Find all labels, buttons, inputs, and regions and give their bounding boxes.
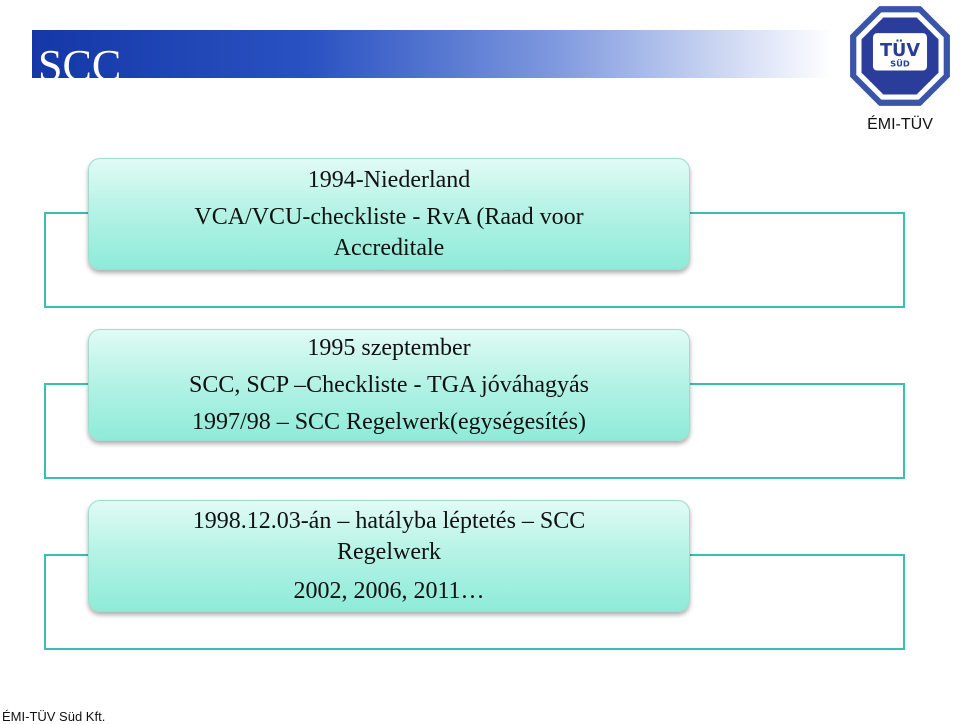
card-line: VCA/VCU-checkliste - RvA (Raad voor	[194, 203, 584, 230]
card-line: Accreditale	[333, 234, 445, 261]
footer-company: ÉMI-TÜV Süd Kft.	[2, 709, 106, 724]
title-bar: SCC	[32, 30, 832, 78]
svg-text:SÜD: SÜD	[890, 58, 910, 68]
card-line: 1995 szeptember	[307, 334, 471, 361]
logo-caption: ÉMI-TÜV	[867, 116, 933, 133]
timeline-card-1995: 1995 szeptember SCC, SCP –Checkliste - T…	[88, 329, 690, 441]
tuv-sud-logo: TÜV SÜD	[850, 6, 950, 106]
card-line: Regelwerk	[337, 538, 441, 565]
slide-title: SCC	[38, 41, 122, 79]
card-line: SCC, SCP –Checkliste - TGA jóváhagyás	[188, 371, 589, 398]
card-line: 1998.12.03-án – hatályba léptetés – SCC	[192, 507, 586, 534]
svg-text:TÜV: TÜV	[880, 39, 920, 61]
card-line: 1997/98 – SCC Regelwerk(egységesítés)	[192, 408, 586, 435]
timeline-card-1998: 1998.12.03-án – hatályba léptetés – SCC …	[88, 500, 690, 612]
card-line: 2002, 2006, 2011…	[293, 577, 485, 604]
card-line: 1994-Niederland	[307, 166, 471, 193]
timeline-card-1994: 1994-Niederland VCA/VCU-checkliste - RvA…	[88, 158, 690, 270]
